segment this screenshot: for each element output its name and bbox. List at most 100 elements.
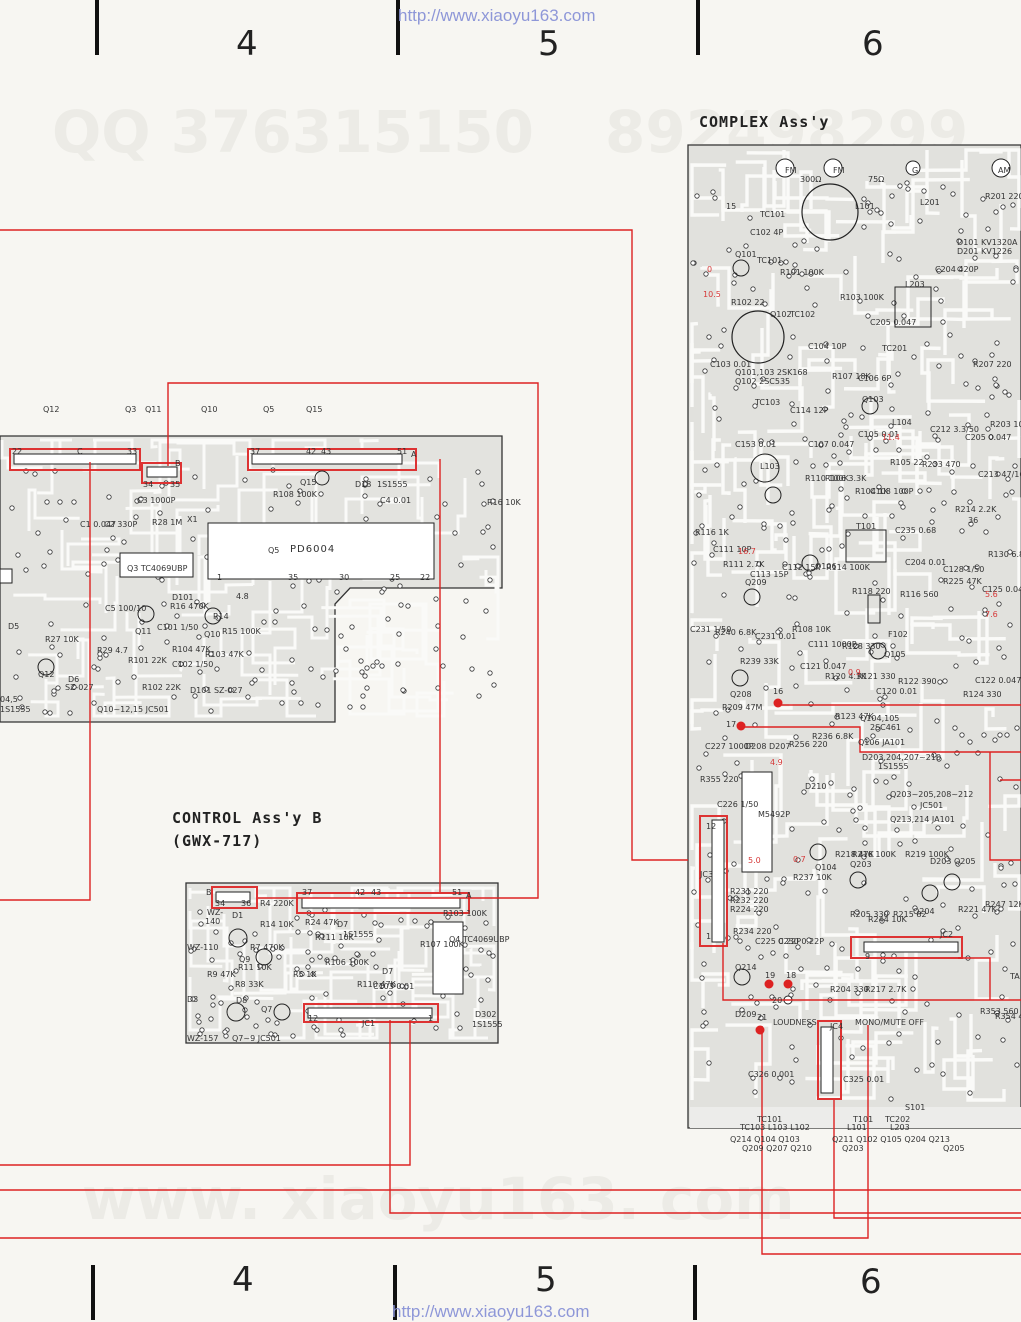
complex-assembly-title: COMPLEX Ass'y	[699, 113, 830, 131]
component-label: D210	[805, 782, 827, 791]
component-label: Q102 2SC535	[735, 377, 791, 386]
component-label: C103 0.01	[373, 982, 415, 991]
component-label: Q105	[884, 650, 906, 659]
component-label: R104 47K	[172, 645, 211, 654]
control-b-board	[185, 882, 499, 1044]
component-label: 16	[773, 687, 784, 696]
component-label: Q204	[913, 907, 935, 916]
component-label: JC4	[830, 1022, 844, 1031]
component-label: Q203	[850, 860, 872, 869]
component-label: 36	[968, 516, 979, 525]
component-label: TC101	[757, 1115, 783, 1124]
component-label: Q104,105	[860, 714, 900, 723]
component-label: R217 2.7K	[865, 985, 907, 994]
component-label: R240 6.8K	[715, 628, 757, 637]
component-label: L101	[855, 202, 875, 211]
component-label: D101 SZ-027	[190, 686, 243, 695]
component-label: 22	[420, 573, 431, 582]
component-label: R239 33K	[740, 657, 779, 666]
interconnect-wires	[0, 229, 1021, 1255]
component-label: R121 330	[857, 672, 896, 681]
component-label: R5 1K	[293, 970, 317, 979]
component-label: 43	[371, 888, 382, 897]
component-label: Q211 Q102 Q105 Q204 Q213	[832, 1135, 951, 1144]
voltage-value: 0.7	[793, 855, 806, 864]
component-label: 21	[757, 1013, 768, 1022]
column-number-6-bottom: 6	[860, 1262, 882, 1302]
voltage-value: 0	[707, 265, 713, 274]
component-label: D302	[475, 1010, 497, 1019]
component-label: C104 10P	[808, 342, 847, 351]
component-label: C3 1000P	[137, 496, 176, 505]
footer-url[interactable]: http://www.xiaoyu163.com	[392, 1302, 590, 1321]
component-label: 12	[308, 1014, 319, 1023]
component-label: Q101	[735, 250, 757, 259]
component-label: R108 10K	[792, 625, 831, 634]
component-label: Q203	[842, 1144, 864, 1153]
component-label: 51	[452, 888, 463, 897]
component-label: R355 220	[700, 775, 739, 784]
component-label: R111 2.7K	[723, 560, 765, 569]
voltage-value: 16.7	[738, 547, 756, 556]
component-label: Q3 TC4069UBP	[127, 564, 188, 573]
transistor-ref-label: Q11	[145, 405, 162, 414]
component-label: D208 D207	[745, 742, 791, 751]
component-label: Q10~12,15 JC501	[97, 705, 169, 714]
component-label: R204 330	[830, 985, 869, 994]
component-label: C108 100P	[870, 487, 914, 496]
component-label: TA	[1010, 972, 1020, 981]
voltage-value: 7.6	[985, 610, 998, 619]
component-label: R120 4.3K	[825, 672, 867, 681]
component-label: R116 560	[900, 590, 939, 599]
watermark-qq: QQ 376315150	[52, 98, 535, 166]
component-label: L101	[847, 1123, 867, 1132]
voltage-value: 10.5	[703, 290, 721, 299]
component-label: Q101,103 2SK168	[735, 368, 808, 377]
component-label: R14 10K	[260, 920, 294, 929]
component-label: L203	[890, 1123, 910, 1132]
component-label: Q15	[300, 478, 317, 487]
component-label: C212 3.3/50	[930, 425, 979, 434]
voltage-value: 4.9	[770, 758, 783, 767]
component-label: C	[77, 447, 83, 456]
component-label: R16 470K	[170, 602, 209, 611]
component-label: Q7~9 JC501	[232, 1034, 281, 1043]
transistor-ref-label: Q12	[43, 405, 60, 414]
header-url[interactable]: http://www.xiaoyu163.com	[398, 6, 596, 25]
component-label: Q106	[815, 562, 837, 571]
component-label: R218 47K	[835, 850, 874, 859]
component-label: R214 2.2K	[955, 505, 997, 514]
component-label: C114 12P	[790, 406, 829, 415]
component-label: 1	[706, 932, 712, 941]
component-label: R101 100K	[780, 268, 824, 277]
component-label: 1S1555	[377, 480, 408, 489]
component-label: R232 220	[730, 896, 769, 905]
component-label: R231 220	[730, 887, 769, 896]
component-label: R123 47K	[835, 712, 874, 721]
component-label: C4 0.01	[380, 496, 412, 505]
component-label: R14	[213, 612, 229, 621]
voltage-value: 5.0	[748, 856, 761, 865]
component-label: C325 0.01	[843, 1075, 885, 1084]
component-label: 37	[250, 447, 261, 456]
component-label: R108 100K	[273, 490, 317, 499]
component-label: C1 0.047	[80, 520, 117, 529]
component-label: C231 0.01	[755, 632, 797, 641]
component-label: R102 22K	[142, 683, 181, 692]
column-number-5-bottom: 5	[535, 1260, 557, 1300]
component-label: FM	[833, 166, 845, 175]
component-label: 140	[205, 917, 221, 926]
component-label: R118 220	[852, 587, 891, 596]
component-label: Q12	[38, 670, 55, 679]
component-label: R15 100K	[222, 627, 261, 636]
component-label: R247 12K	[985, 900, 1021, 909]
component-label: 51	[397, 447, 408, 456]
component-label: R209 47M	[722, 703, 763, 712]
component-label: WZ-110	[187, 943, 219, 952]
component-label: A	[411, 450, 417, 459]
component-label: D7	[382, 967, 394, 976]
component-label: D6	[68, 675, 80, 684]
component-label: TC202	[885, 1115, 911, 1124]
control-a-board	[0, 435, 503, 723]
component-label: TC101	[757, 256, 783, 265]
